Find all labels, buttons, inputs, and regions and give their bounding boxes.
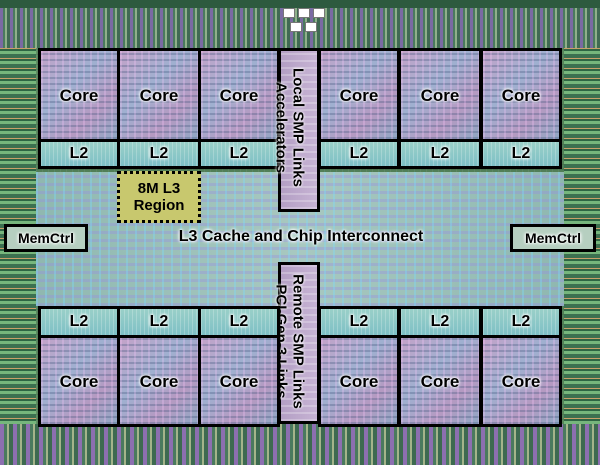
local-smp-links-block: Local SMP Links Accelerators — [273, 48, 320, 212]
memctrl-right-label: MemCtrl — [524, 230, 581, 246]
l2-bottom-2: L2 — [117, 306, 201, 338]
l2-top-5: L2 — [398, 139, 482, 169]
remote-smp-links-block: Remote SMP Links PCI Gen 3 Links — [273, 262, 320, 424]
core-label: Core — [501, 371, 541, 391]
l2-label: L2 — [349, 145, 369, 162]
l2-label: L2 — [511, 145, 531, 162]
io-pad — [305, 22, 317, 32]
core-label: Core — [219, 85, 259, 105]
core-bottom-3: Core — [198, 335, 280, 427]
l2-top-4: L2 — [318, 139, 400, 169]
l2-label: L2 — [229, 313, 249, 330]
io-pad — [298, 8, 310, 18]
core-bottom-6: Core — [480, 335, 562, 427]
l2-label: L2 — [349, 313, 369, 330]
l2-bottom-3: L2 — [198, 306, 280, 338]
l2-bottom-5: L2 — [398, 306, 482, 338]
interconnect-caption: L3 Cache and Chip Interconnect — [140, 228, 462, 246]
l2-label: L2 — [511, 313, 531, 330]
core-top-2: Core — [117, 48, 201, 142]
memctrl-right: MemCtrl — [510, 224, 596, 252]
core-top-3: Core — [198, 48, 280, 142]
core-label: Core — [59, 85, 99, 105]
core-label: Core — [420, 371, 460, 391]
core-label: Core — [219, 371, 259, 391]
l2-label: L2 — [229, 145, 249, 162]
interconnect-label: L3 Cache and Chip Interconnect — [178, 228, 424, 245]
l3-region-line1: 8M L3 — [137, 180, 181, 197]
accelerators-label: Accelerators — [272, 82, 290, 173]
core-label: Core — [339, 85, 379, 105]
core-top-1: Core — [38, 48, 120, 142]
l3-region-line2: Region — [133, 197, 185, 214]
core-bottom-2: Core — [117, 335, 201, 427]
core-label: Core — [139, 371, 179, 391]
core-label: Core — [59, 371, 99, 391]
core-label: Core — [139, 85, 179, 105]
l2-top-3: L2 — [198, 139, 280, 169]
core-bottom-5: Core — [398, 335, 482, 427]
l2-top-2: L2 — [117, 139, 201, 169]
io-pad — [313, 8, 325, 18]
local-smp-links-label: Local SMP Links — [289, 68, 307, 187]
l2-top-1: L2 — [38, 139, 120, 169]
io-pad — [283, 8, 295, 18]
memctrl-left: MemCtrl — [4, 224, 88, 252]
core-top-5: Core — [398, 48, 482, 142]
l2-bottom-6: L2 — [480, 306, 562, 338]
core-label: Core — [501, 85, 541, 105]
core-label: Core — [420, 85, 460, 105]
core-bottom-4: Core — [318, 335, 400, 427]
core-top-6: Core — [480, 48, 562, 142]
l2-bottom-4: L2 — [318, 306, 400, 338]
l2-label: L2 — [69, 145, 89, 162]
core-bottom-1: Core — [38, 335, 120, 427]
remote-smp-links-label: Remote SMP Links — [289, 274, 307, 409]
l3-region-block: 8M L3 Region — [117, 171, 201, 223]
l2-bottom-1: L2 — [38, 306, 120, 338]
l2-label: L2 — [430, 313, 450, 330]
memctrl-left-label: MemCtrl — [17, 230, 74, 246]
l2-label: L2 — [69, 313, 89, 330]
core-top-4: Core — [318, 48, 400, 142]
core-label: Core — [339, 371, 379, 391]
l2-label: L2 — [149, 145, 169, 162]
l2-label: L2 — [430, 145, 450, 162]
io-pad — [290, 22, 302, 32]
bottom-io-strip — [0, 424, 600, 465]
l2-label: L2 — [149, 313, 169, 330]
l2-top-6: L2 — [480, 139, 562, 169]
